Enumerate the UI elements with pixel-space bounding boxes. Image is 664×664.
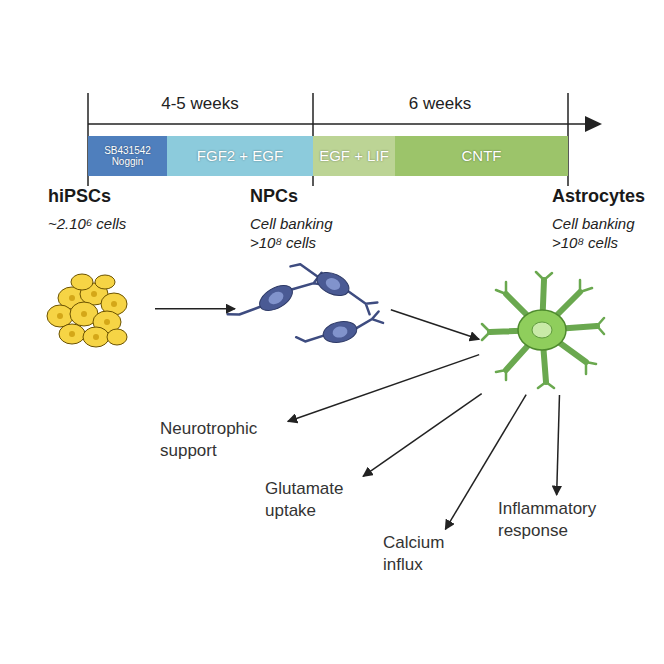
ipsc-cluster (47, 305, 73, 327)
timeline (88, 123, 590, 125)
npc-cell (286, 255, 380, 315)
astrocyte-cell (482, 272, 604, 388)
cell-stage: NPCsCell banking >10⁸ cells (238, 185, 388, 350)
protocol-step: EGF + LIF (313, 136, 395, 176)
astrocyte-cell (482, 272, 604, 388)
cell-stage: AstrocytesCell banking >10⁸ cells (482, 185, 655, 392)
node-caption: Cell banking >10⁸ cells (552, 214, 648, 253)
timeline (88, 93, 602, 186)
ipsc-nuclei (111, 301, 117, 307)
arrow-connector (155, 308, 235, 310)
npc-cell (324, 276, 342, 292)
function-label: Neurotrophic support (160, 418, 285, 462)
duration-label: 4-5 weeks (161, 94, 238, 114)
arrow-connector (288, 355, 479, 422)
ipsc-cluster (59, 324, 85, 344)
node-caption: ~2.10⁶ cells (48, 214, 144, 234)
protocol-step: SB431542 Noggin (88, 136, 167, 176)
node-heading: hiPSCs (48, 185, 152, 208)
node-heading: CNTF (462, 147, 502, 165)
function-label: Glutamate uptake (265, 478, 370, 522)
astrocyte-cell (518, 310, 566, 350)
node-caption: Cell banking >10⁸ cells (250, 214, 346, 253)
arrow-connector (557, 395, 560, 495)
node-heading: EGF + LIF (319, 147, 389, 165)
node-heading: NPCs (250, 185, 388, 208)
ipsc-nuclei (69, 331, 75, 337)
ipsc-nuclei (91, 291, 97, 297)
timeline (585, 116, 602, 132)
npc-cell (255, 280, 296, 315)
ipsc-nuclei (93, 334, 99, 340)
protocol-step: FGF2 + EGF (167, 136, 313, 176)
ipsc-nuclei (81, 311, 87, 317)
npc-cell (321, 319, 358, 346)
npc-cell (294, 311, 385, 351)
cell-stage: hiPSCs ~2.10⁶ cells (40, 185, 152, 350)
ipsc-cluster (47, 274, 127, 347)
node-heading: Neurotrophic support (160, 418, 285, 462)
npc-cell (286, 261, 378, 315)
function-label: Inflammatory response (498, 498, 628, 542)
node-heading: Astrocytes (552, 185, 655, 208)
arrow-connector (391, 310, 479, 340)
ipsc-nuclei (104, 319, 110, 325)
ipsc-cluster (71, 274, 93, 290)
astrocyte-cell (490, 280, 597, 382)
npc-cell (332, 325, 349, 339)
node-heading: SB431542 Noggin (93, 145, 162, 168)
node-heading: Calcium influx (383, 532, 468, 576)
ipsc-cluster (107, 329, 127, 345)
ipsc-cluster (83, 327, 109, 347)
arrow-connector (363, 394, 482, 477)
duration-label: 6 weeks (409, 94, 471, 114)
node-heading: Glutamate uptake (265, 478, 370, 522)
ipsc-nuclei (57, 291, 117, 340)
ipsc-nuclei (57, 313, 63, 319)
npc-cell (313, 268, 352, 300)
astrocyte-cell (532, 322, 552, 338)
function-label: Calcium influx (383, 532, 468, 576)
ipsc-nuclei (69, 295, 75, 301)
npc-cell (266, 289, 285, 307)
ipsc-cluster (95, 275, 115, 289)
protocol-step: CNTF (395, 136, 568, 176)
node-heading: Inflammatory response (498, 498, 628, 542)
node-heading: FGF2 + EGF (197, 147, 283, 165)
